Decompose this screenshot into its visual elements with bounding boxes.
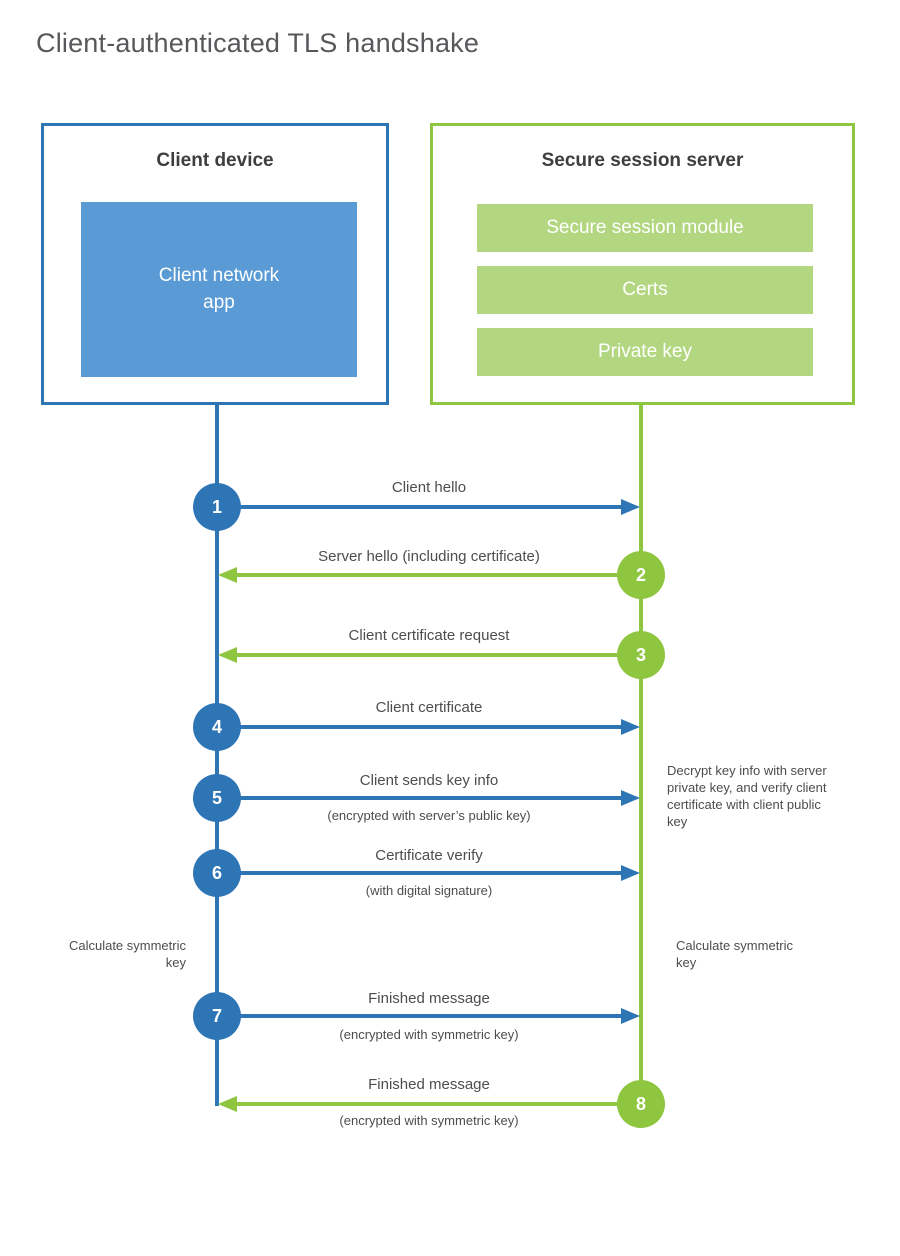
step-circle-6: 6 [193,849,241,897]
arrow-head-right-icon [621,499,640,515]
step-circle-8: 8 [617,1080,665,1128]
arrow-shaft [236,653,641,657]
calculate-symmetric-key-note-server: Calculate symmetric key [676,938,794,970]
page-title: Client-authenticated TLS handshake [36,28,480,58]
message-label: Client certificate [375,699,483,716]
arrow-shaft [236,573,641,577]
message-label: Client sends key info [359,772,499,789]
arrow-shaft [217,505,622,509]
message-sublabel: (with digital signature) [365,883,493,898]
client-network-app-box: Client network app [81,202,357,377]
step-circle-4: 4 [193,703,241,751]
arrow-head-right-icon [621,790,640,806]
secure-session-server-title: Secure session server [541,150,744,171]
arrow-shaft [217,725,622,729]
arrow-head-right-icon [621,719,640,735]
client-lifeline [215,405,219,1106]
message-sublabel: (encrypted with symmetric key) [339,1027,519,1042]
arrow-head-left-icon [218,1096,237,1112]
step-circle-3: 3 [617,631,665,679]
arrow-shaft [217,1014,622,1018]
message-label: Server hello (including certificate) [318,548,540,565]
arrow-shaft [236,1102,641,1106]
message-sublabel: (encrypted with symmetric key) [339,1113,519,1128]
step-circle-2: 2 [617,551,665,599]
client-device-title: Client device [156,150,274,171]
arrow-head-right-icon [621,865,640,881]
arrow-shaft [217,871,622,875]
server-module-certs: Certs [477,266,813,314]
secure-session-server-box: Secure session server Secure session mod… [430,123,855,405]
step-circle-7: 7 [193,992,241,1040]
arrow-head-left-icon [218,567,237,583]
arrow-shaft [217,796,622,800]
message-label: Client certificate request [348,627,510,644]
message-label: Finished message [368,1076,490,1093]
client-device-box: Client device Client network app [41,123,389,405]
server-module-private-key: Private key [477,328,813,376]
calculate-symmetric-key-note-client: Calculate symmetric key [68,938,186,970]
server-module-secure-session: Secure session module [477,204,813,252]
arrow-head-right-icon [621,1008,640,1024]
arrow-head-left-icon [218,647,237,663]
message-label: Finished message [368,990,490,1007]
message-sublabel: (encrypted with server’s public key) [327,808,531,823]
step-circle-5: 5 [193,774,241,822]
decrypt-note: Decrypt key info with server private key… [667,763,827,829]
message-label: Certificate verify [375,847,483,864]
server-lifeline [639,405,643,1106]
step-circle-1: 1 [193,483,241,531]
client-network-app-label: Client network app [158,264,280,313]
message-label: Client hello [391,479,467,496]
